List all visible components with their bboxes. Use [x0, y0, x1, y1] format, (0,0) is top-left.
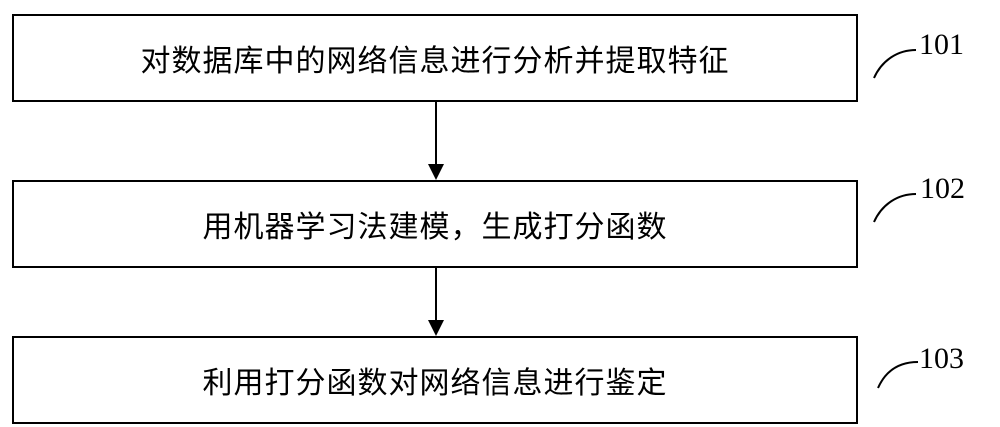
step-box-2: 用机器学习法建模，生成打分函数 [12, 180, 858, 268]
reference-label-102: 102 [920, 174, 965, 204]
step-box-3: 利用打分函数对网络信息进行鉴定 [12, 336, 858, 424]
arrowhead-1 [428, 164, 444, 180]
reference-label-101: 101 [919, 30, 964, 60]
step-2-text: 用机器学习法建模，生成打分函数 [203, 202, 668, 246]
arrowhead-2 [428, 320, 444, 336]
step-1-text: 对数据库中的网络信息进行分析并提取特征 [141, 36, 730, 80]
leader-line-103 [878, 362, 918, 388]
step-box-1: 对数据库中的网络信息进行分析并提取特征 [12, 14, 858, 102]
leader-line-101 [874, 50, 916, 78]
leader-line-102 [874, 194, 916, 222]
step-3-text: 利用打分函数对网络信息进行鉴定 [203, 358, 668, 402]
reference-label-103: 103 [919, 344, 964, 374]
